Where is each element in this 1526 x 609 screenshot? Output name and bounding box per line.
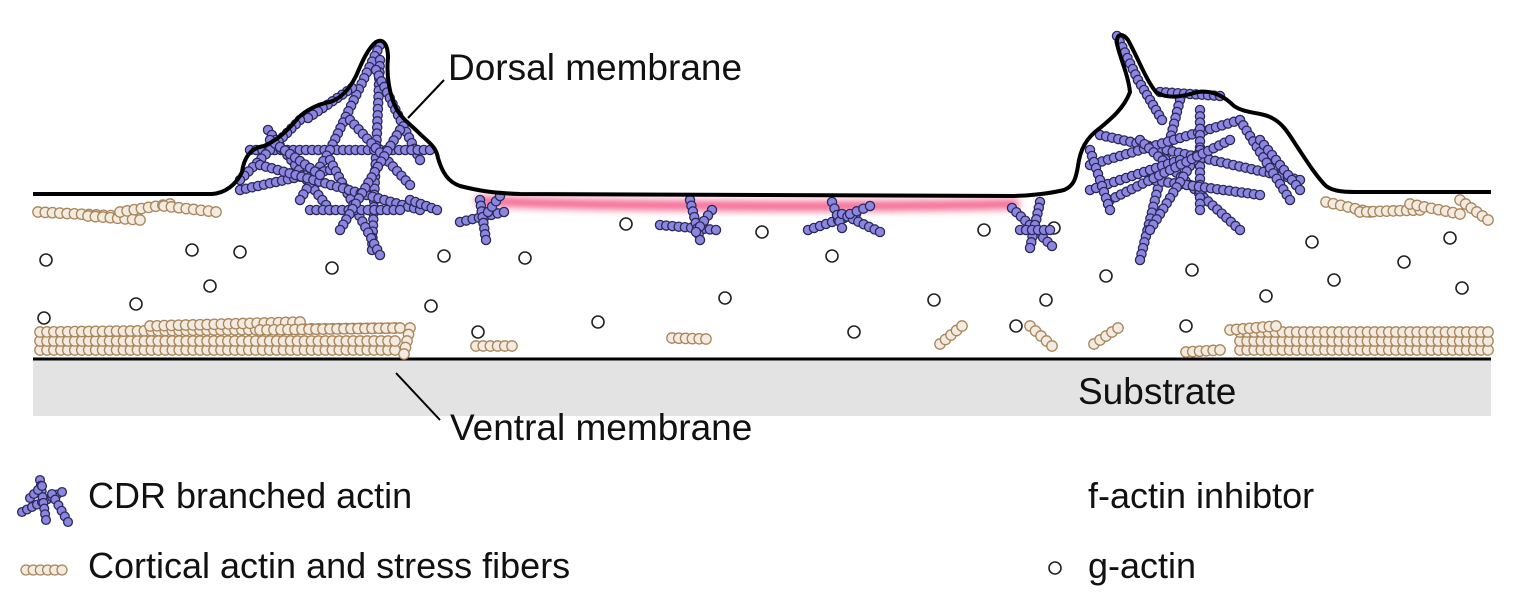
g-actin-monomer [619,217,633,231]
g-actin-monomer [718,291,732,305]
g-actin-monomer [185,243,199,257]
g-actin-monomer [1185,263,1199,277]
ventral-callout-line [395,372,441,421]
g-actin-monomer [755,225,769,239]
g-actin-monomer [325,261,339,275]
g-actin-monomer [37,311,51,325]
branched-actin-filament [264,134,326,181]
g-actin-monomer [203,279,217,293]
cortical-actin-layer [32,194,1494,360]
cortical-actin-filament [20,564,68,576]
g-actin-monomer [591,315,605,329]
dorsal-membrane-outline [33,33,1491,198]
branched-actin-filament [344,114,416,191]
cortical-actin-icon [20,564,68,576]
cortical-actin-filament [666,332,712,345]
cortical-actin-filament [398,322,416,360]
g-actin-monomer [1455,281,1469,295]
cortical-actin-filament [1234,326,1494,338]
legend: CDR branched actin Cortical actin and st… [16,474,1314,586]
cortical-actin-filament [1454,194,1494,226]
cortical-actin-filament [144,316,306,332]
g-actin-monomer [437,249,451,263]
cortical-actin-filament [1088,322,1124,350]
branched-actin-filament [1234,114,1296,206]
cortical-actin-filament [34,335,401,347]
g-actin-monomer [518,251,532,265]
branched-actin-filament [24,480,48,504]
g-actin-monomer [977,223,991,237]
cortical-actin-filament [1180,344,1226,358]
substrate-label: Substrate [1078,371,1236,412]
branched-actin-filament [1104,134,1236,206]
legend-g-actin: g-actin [1088,545,1196,586]
cortical-actin-filament [1224,320,1282,336]
g-actin-monomer [927,293,941,307]
g-actin-monomer [471,325,485,339]
dorsal-membrane-label: Dorsal membrane [448,47,742,88]
substrate-layer [33,360,1491,416]
branched-actin-filament [1254,134,1306,196]
g-actin-monomer [424,299,438,313]
branched-actin-filament [654,219,722,236]
f-actin-inhibitor-band [475,196,1020,211]
ventral-membrane-label: Ventral membrane [450,407,752,448]
cortical-actin-filament [254,322,406,336]
g-actin-monomer [1305,235,1319,249]
branched-actin-filament [46,488,74,528]
g-actin-monomer [233,245,247,259]
g-actin-monomer [1179,319,1193,333]
cortical-actin-filament [1404,198,1466,220]
legend-f-actin-inhibitor: f-actin inhibtor [1088,475,1314,516]
branched-actin-filament [1014,224,1056,236]
g-actin-monomer [129,297,143,311]
cortical-actin-filament [1234,344,1494,356]
cortical-actin-filament [1024,320,1058,352]
cdr-branched-actin-icon [16,474,74,528]
branched-actin-layer [234,30,1306,266]
branched-actin-filament [1132,74,1168,126]
dorsal-callout-line [407,79,445,119]
g-actin-monomer [1397,255,1411,269]
branched-actin-filament [690,204,718,238]
g-actin-monomer [1259,289,1273,303]
cortical-actin-filament [934,320,968,350]
g-actin-monomer [39,253,53,267]
g-actin-monomer [1099,269,1113,283]
g-actin-monomer [1327,273,1341,287]
branched-actin-filament [1084,144,1116,216]
cortical-actin-filament [470,340,518,352]
legend-cortical-actin: Cortical actin and stress fibers [88,545,570,586]
g-actin-monomer [1443,231,1457,245]
g-actin-icon [1048,561,1062,575]
cortical-actin-filament [1234,335,1494,347]
branched-actin-filament [844,200,876,220]
g-actin-monomer [1039,293,1053,307]
branched-actin-filament [404,194,443,216]
branched-actin-filament [334,124,406,236]
legend-cdr-branched-actin: CDR branched actin [88,475,412,516]
g-actin-monomer [847,325,861,339]
cortical-actin-filament [34,344,401,356]
cortical-actin-filament [158,200,222,218]
g-actin-monomer [1009,319,1023,333]
g-actin-layer [37,217,1469,339]
g-actin-monomer [825,249,839,263]
